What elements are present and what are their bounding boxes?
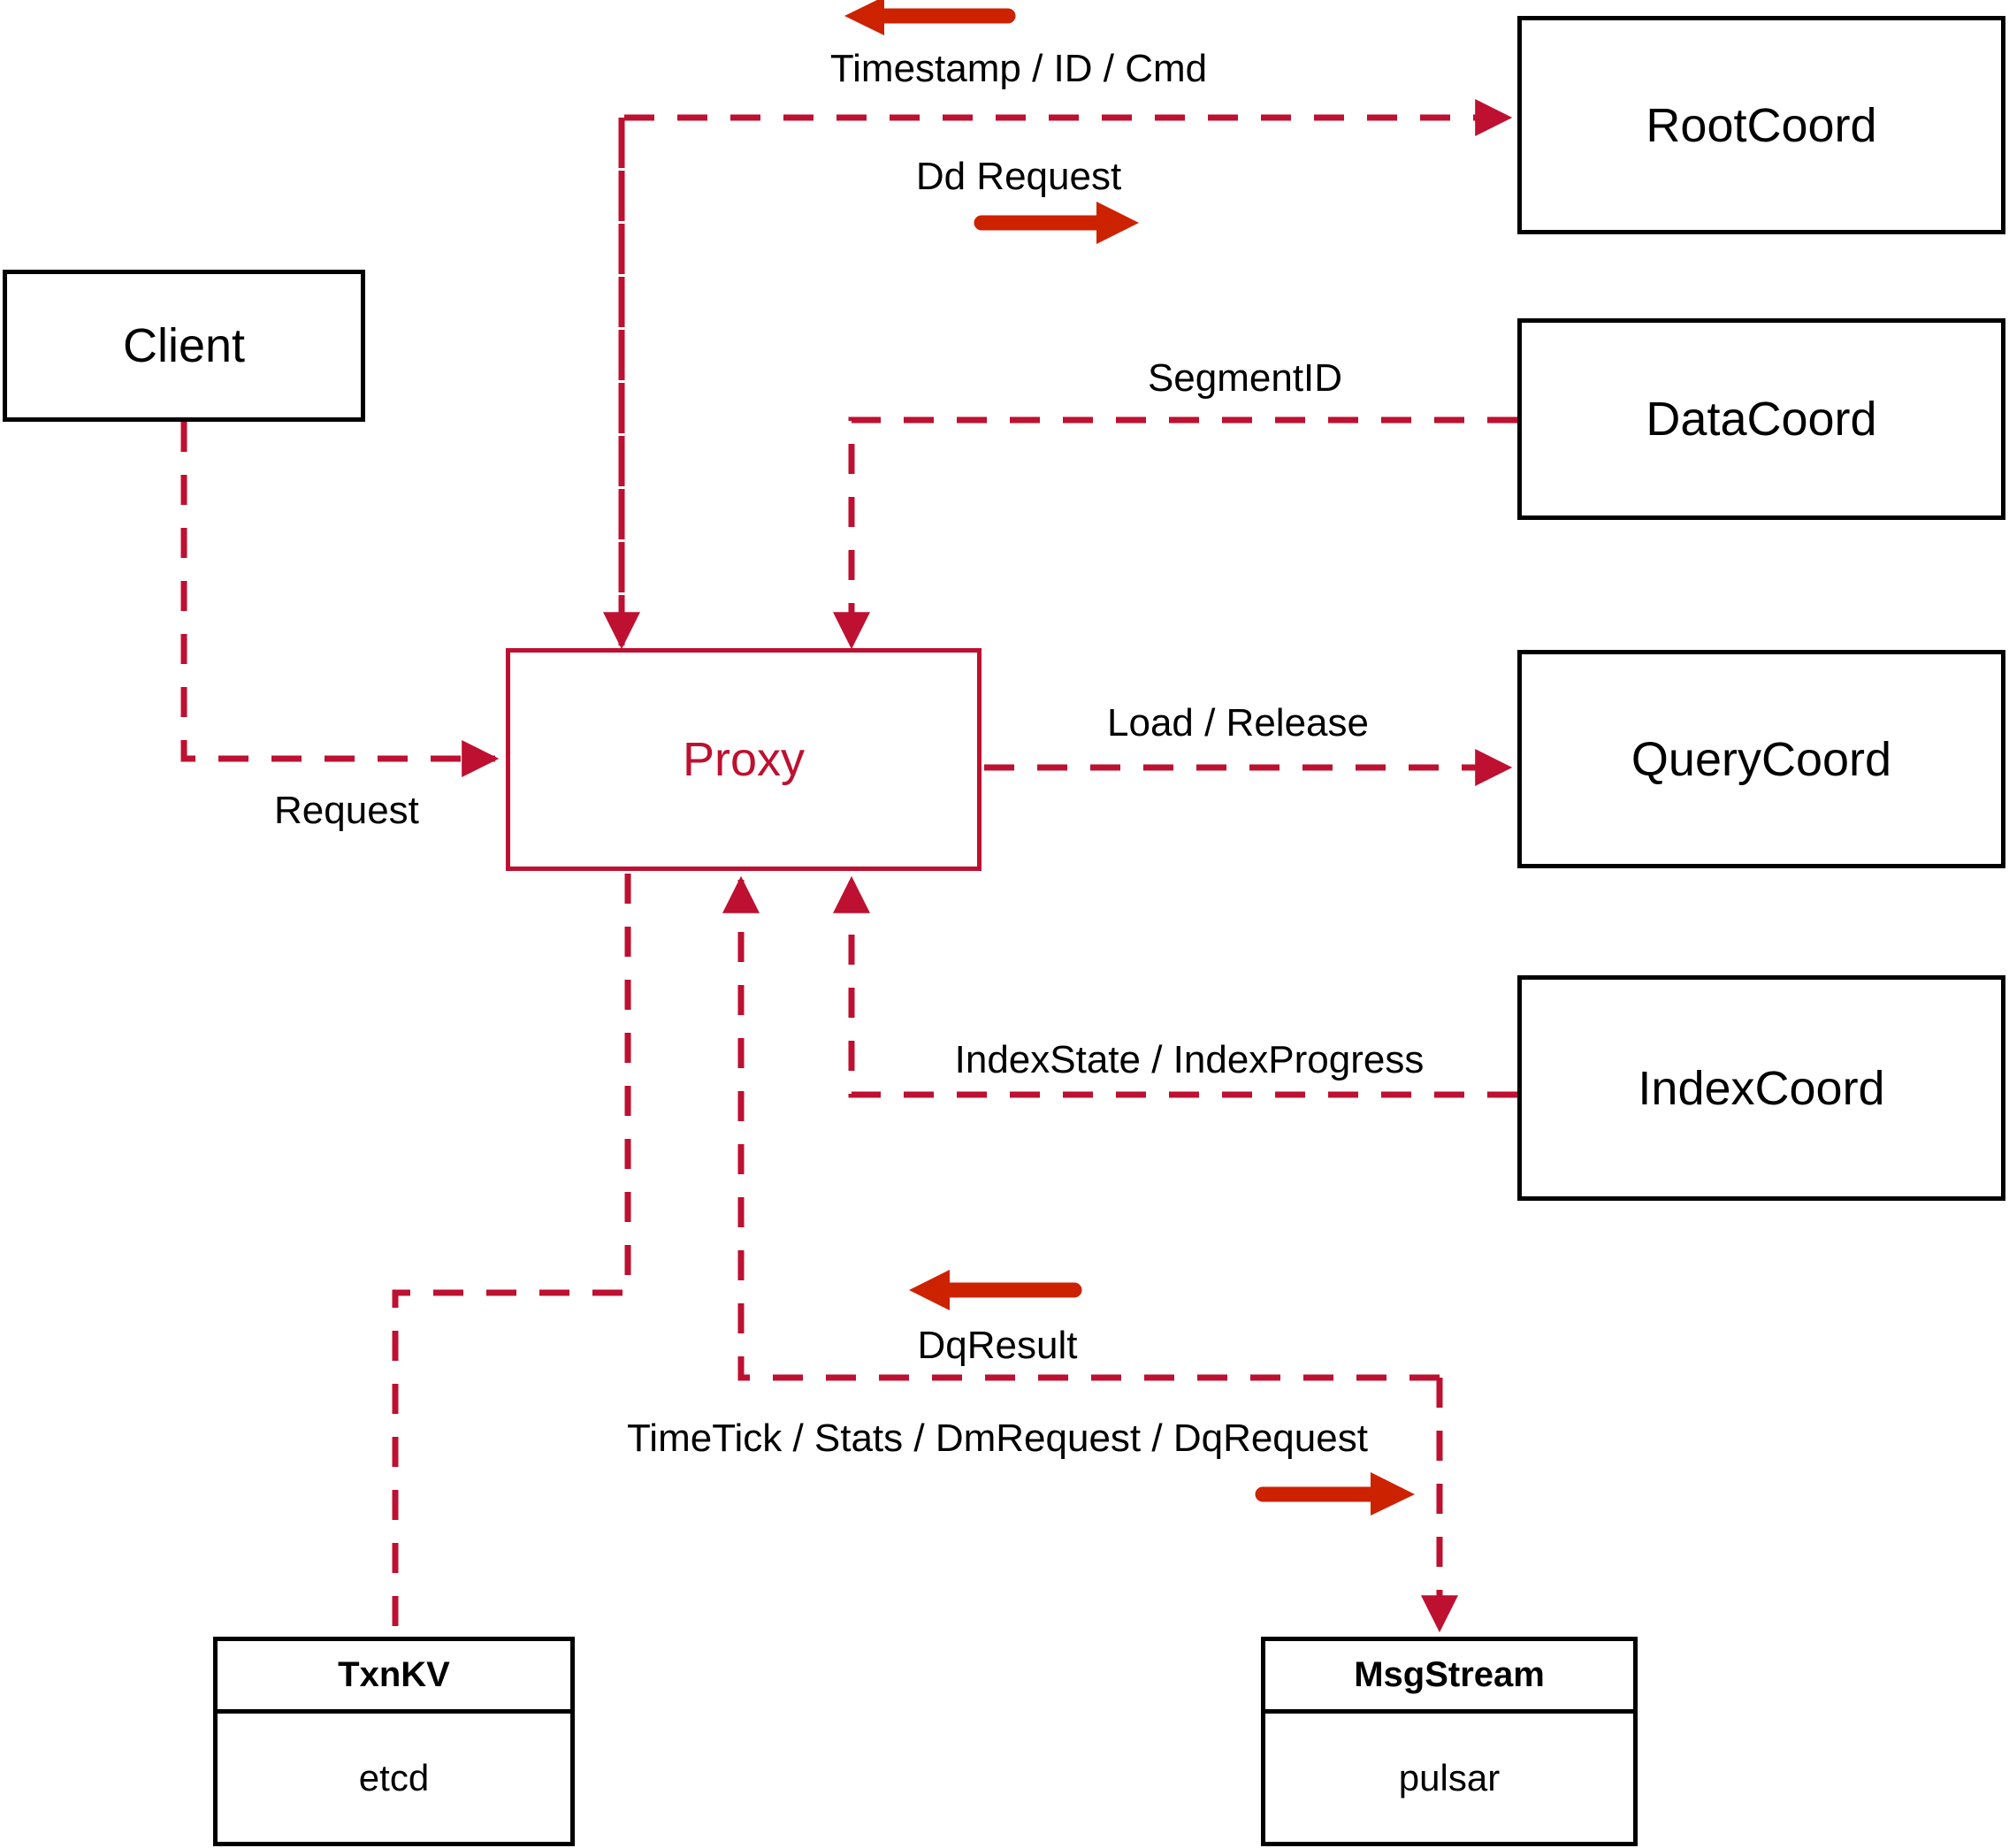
- node-indexcoord[interactable]: IndexCoord: [1517, 975, 2005, 1201]
- edge-indexcoord-proxy: [833, 875, 1517, 1098]
- edge-proxy-rootcoord: [603, 99, 1513, 650]
- node-querycoord-label: QueryCoord: [1631, 732, 1892, 786]
- edge-label-request: Request: [274, 789, 419, 832]
- direction-arrow-dqresult: [909, 1270, 1082, 1310]
- node-client[interactable]: Client: [3, 270, 365, 422]
- edge-label-segment-id: SegmentID: [1147, 356, 1343, 400]
- node-txnkv[interactable]: TxnKV etcd: [213, 1637, 575, 1846]
- edge-client-to-proxy: [180, 422, 500, 777]
- node-datacoord-label: DataCoord: [1646, 393, 1877, 446]
- node-txnkv-body: etcd: [218, 1714, 570, 1842]
- node-txnkv-title: TxnKV: [338, 1655, 450, 1694]
- node-msgstream-impl: pulsar: [1398, 1756, 1501, 1798]
- node-msgstream[interactable]: MsgStream pulsar: [1261, 1637, 1638, 1846]
- node-rootcoord-label: RootCoord: [1646, 98, 1877, 152]
- node-msgstream-header: MsgStream: [1265, 1641, 1633, 1714]
- node-proxy-label: Proxy: [682, 733, 806, 786]
- edge-label-dq-result: DqResult: [917, 1324, 1078, 1367]
- node-txnkv-header: TxnKV: [218, 1641, 570, 1714]
- node-indexcoord-label: IndexCoord: [1638, 1061, 1885, 1115]
- node-client-label: Client: [122, 319, 246, 372]
- node-txnkv-impl: etcd: [358, 1756, 430, 1798]
- node-msgstream-title: MsgStream: [1354, 1655, 1545, 1694]
- edge-proxy-txnkv: [392, 874, 631, 1634]
- edge-label-timetick-stats: TimeTick / Stats / DmRequest / DqRequest: [627, 1417, 1368, 1460]
- edge-label-timestamp-id-cmd: Timestamp / ID / Cmd: [829, 47, 1208, 90]
- edge-datacoord-proxy: [833, 416, 1517, 650]
- edge-msgstream-dqresult: [722, 875, 1440, 1381]
- edge-label-index-state-progress: IndexState / IndexProgress: [954, 1038, 1425, 1081]
- node-datacoord[interactable]: DataCoord: [1517, 318, 2005, 520]
- node-rootcoord[interactable]: RootCoord: [1517, 16, 2005, 234]
- direction-arrow-timestamp: [844, 0, 1016, 35]
- node-proxy[interactable]: Proxy: [506, 648, 982, 871]
- node-msgstream-body: pulsar: [1265, 1714, 1633, 1842]
- direction-arrow-timetick: [1255, 1472, 1415, 1516]
- edge-label-load-release: Load / Release: [1107, 701, 1369, 745]
- node-querycoord[interactable]: QueryCoord: [1517, 650, 2005, 868]
- edge-label-dd-request: Dd Request: [915, 155, 1122, 198]
- direction-arrow-ddrequest: [974, 202, 1139, 244]
